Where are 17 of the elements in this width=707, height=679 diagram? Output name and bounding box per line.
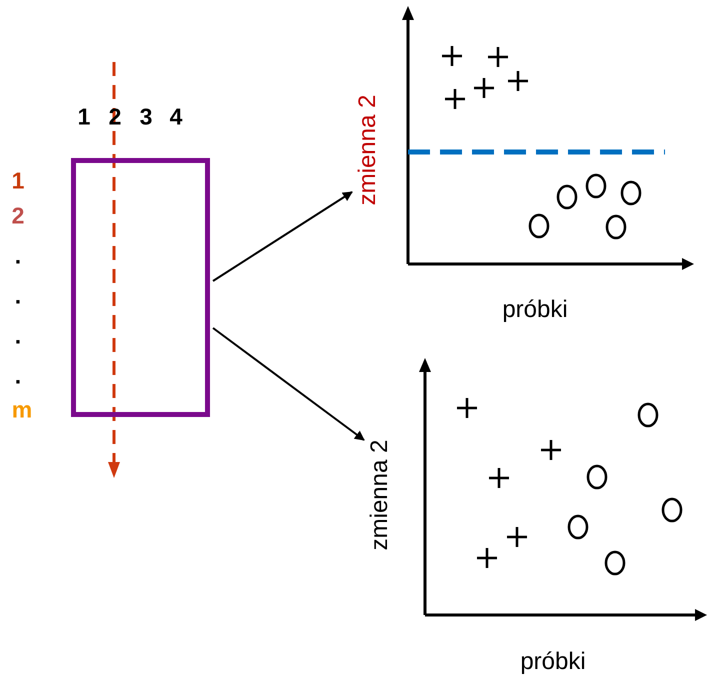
ellipsis-dot: .: [14, 244, 22, 268]
ellipsis-dot: .: [14, 284, 22, 308]
column-number: 4: [170, 106, 182, 128]
column-number: 1: [78, 106, 90, 128]
ellipsis-dot: .: [14, 324, 22, 348]
matrix-rectangle: [71, 158, 210, 417]
axis-label: zmienna 2: [356, 94, 380, 206]
axis-label: próbki: [502, 298, 568, 322]
ellipsis-dot: .: [14, 364, 22, 388]
row-number: 1: [12, 170, 24, 192]
axis-label: zmienna 2: [368, 440, 392, 550]
column-number: 3: [140, 106, 152, 128]
axis-label: próbki: [520, 650, 586, 674]
arrow: [212, 327, 365, 441]
row-label: m: [12, 398, 32, 422]
row-number: 2: [12, 204, 24, 228]
arrow: [212, 191, 353, 282]
